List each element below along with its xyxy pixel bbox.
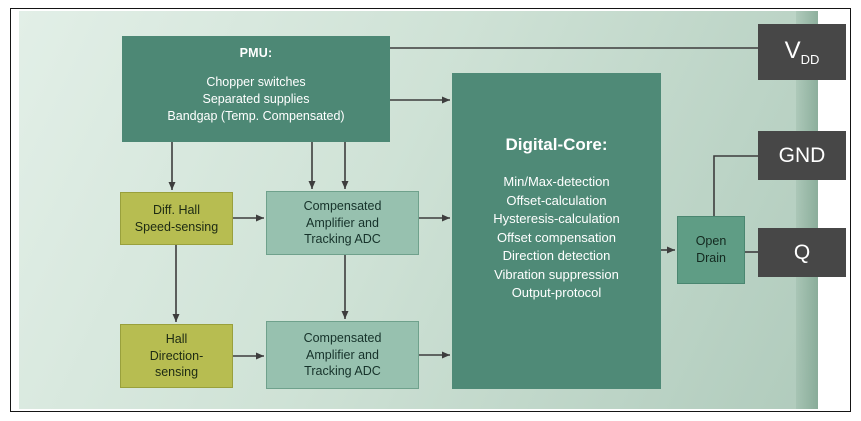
digital-core-title: Digital-Core: <box>505 135 608 154</box>
digital-core-function: Direction detection <box>502 248 611 263</box>
vdd-pin-label: VDD <box>785 37 820 67</box>
hall-direction-sensing-block: Hall Direction- sensing <box>120 324 233 388</box>
pmu-title: PMU: <box>239 46 273 60</box>
diff-hall-line: Speed-sensing <box>134 219 219 234</box>
gnd-pin: GND <box>758 131 846 180</box>
q-pin-label: Q <box>793 240 811 264</box>
digital-core-function: Offset compensation <box>497 229 616 245</box>
vdd-pin: VDD <box>758 24 846 80</box>
pmu-line: Separated supplies <box>202 92 310 106</box>
gnd-pin-label: GND <box>778 143 826 167</box>
hall-direction-line: sensing <box>154 365 199 380</box>
comp-adc-line: Amplifier and <box>306 215 379 230</box>
digital-core-function: Hysteresis-calculation <box>493 211 620 226</box>
pmu-line: Chopper switches <box>206 75 306 89</box>
comp-adc-line: Compensated <box>303 331 382 346</box>
q-output-pin: Q <box>758 228 846 277</box>
comp-adc-line: Tracking ADC <box>304 364 381 379</box>
digital-core-function: Min/Max-detection <box>503 174 610 189</box>
compensated-amplifier-adc-top-block: Compensated Amplifier and Tracking ADC <box>266 191 419 255</box>
open-drain-block: Open Drain <box>677 216 745 284</box>
digital-core-function: Output-protocol <box>511 285 602 300</box>
comp-adc-line: Tracking ADC <box>304 232 381 247</box>
panel-right-shade <box>796 11 818 409</box>
pmu-line: Bandgap (Temp. Compensated) <box>167 109 345 123</box>
hall-direction-line: Direction- <box>149 348 204 363</box>
digital-core-block: Digital-Core: Min/Max-detection Offset-c… <box>452 73 661 389</box>
diff-hall-speed-sensing-block: Diff. Hall Speed-sensing <box>120 192 233 245</box>
compensated-amplifier-adc-bottom-block: Compensated Amplifier and Tracking ADC <box>266 321 419 389</box>
comp-adc-line: Compensated <box>303 199 382 214</box>
diff-hall-line: Diff. Hall <box>152 203 200 217</box>
pmu-block: PMU: Chopper switches Separated supplies… <box>122 36 390 142</box>
hall-direction-line: Hall <box>165 332 188 347</box>
vdd-pin-label-main: V <box>784 37 801 65</box>
open-drain-line: Open <box>695 234 727 248</box>
open-drain-line: Drain <box>696 251 726 265</box>
digital-core-function: Vibration suppression <box>494 266 619 282</box>
vdd-pin-label-subscript: DD <box>800 51 820 67</box>
digital-core-function: Offset-calculation <box>506 192 607 208</box>
comp-adc-line: Amplifier and <box>306 347 379 362</box>
